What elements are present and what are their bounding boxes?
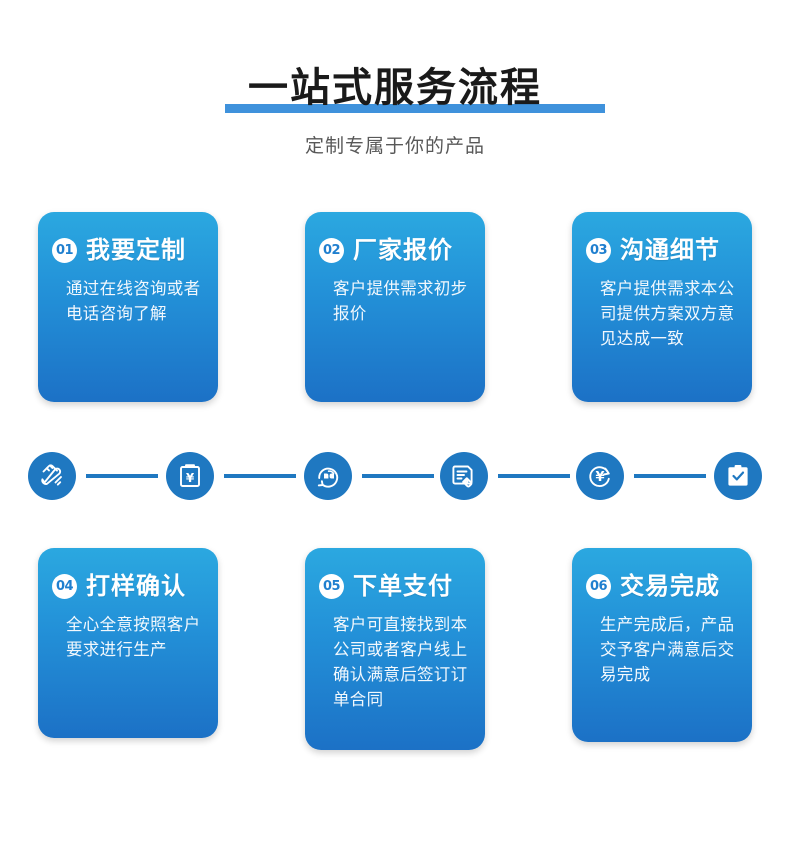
step-card-03[interactable]: 03 沟通细节 客户提供需求本公司提供方案双方意见达成一致 xyxy=(572,212,752,402)
step-title: 下单支付 xyxy=(353,572,453,600)
page-title: 一站式服务流程 xyxy=(248,65,542,111)
card-header: 01 我要定制 xyxy=(52,236,202,264)
step-card-01[interactable]: 01 我要定制 通过在线咨询或者电话咨询了解 xyxy=(38,212,218,402)
flow-connector-4 xyxy=(498,474,570,478)
step-description: 生产完成后，产品交予客户满意后交易完成 xyxy=(600,615,735,684)
step-title: 沟通细节 xyxy=(620,236,720,264)
step-number-badge: 03 xyxy=(586,237,611,263)
page-subtitle: 定制专属于你的产品 xyxy=(304,135,485,157)
document-sign-tag-icon[interactable] xyxy=(440,452,488,500)
step-title: 打样确认 xyxy=(86,572,186,600)
title-wrap: 一站式服务流程 xyxy=(0,62,790,114)
step-card-04[interactable]: 04 打样确认 全心全意按照客户要求进行生产 xyxy=(38,548,218,738)
step-description: 客户提供需求初步报价 xyxy=(333,279,468,323)
step-title: 厂家报价 xyxy=(353,236,453,264)
headset-support-icon[interactable] xyxy=(304,452,352,500)
title-underline-bar xyxy=(225,104,605,113)
step-description: 客户提供需求本公司提供方案双方意见达成一致 xyxy=(600,279,735,348)
step-description: 通过在线咨询或者电话咨询了解 xyxy=(66,279,201,323)
step-card-05[interactable]: 05 下单支付 客户可直接找到本公司或者客户线上确认满意后签订订单合同 xyxy=(305,548,485,750)
step-number-badge: 01 xyxy=(52,237,77,263)
card-header: 02 厂家报价 xyxy=(319,236,469,264)
step-description: 客户可直接找到本公司或者客户线上确认满意后签订订单合同 xyxy=(333,615,468,709)
clipboard-check-icon[interactable] xyxy=(714,452,762,500)
flow-connector-5 xyxy=(634,474,706,478)
step-description: 全心全意按照客户要求进行生产 xyxy=(66,615,201,659)
step-number-badge: 05 xyxy=(319,573,344,599)
step-card-02[interactable]: 02 厂家报价 客户提供需求初步报价 xyxy=(305,212,485,402)
design-pen-ruler-icon[interactable] xyxy=(28,452,76,500)
page-header: 一站式服务流程 定制专属于你的产品 xyxy=(0,0,790,185)
flow-connector-3 xyxy=(362,474,434,478)
card-header: 06 交易完成 xyxy=(586,572,736,600)
step-card-06[interactable]: 06 交易完成 生产完成后，产品交予客户满意后交易完成 xyxy=(572,548,752,742)
step-number-badge: 04 xyxy=(52,573,77,599)
clipboard-yuan-quote-icon[interactable]: ¥ xyxy=(166,452,214,500)
card-header: 05 下单支付 xyxy=(319,572,469,600)
card-header: 04 打样确认 xyxy=(52,572,202,600)
flow-connector-1 xyxy=(86,474,158,478)
step-title: 交易完成 xyxy=(620,572,720,600)
step-number-badge: 02 xyxy=(319,237,344,263)
svg-text:¥: ¥ xyxy=(186,471,195,485)
flow-icon-strip: ¥ xyxy=(0,452,790,502)
step-number-badge: 06 xyxy=(586,573,611,599)
svg-text:¥: ¥ xyxy=(595,470,604,485)
flow-connector-2 xyxy=(224,474,296,478)
yuan-refresh-payment-icon[interactable]: ¥ xyxy=(576,452,624,500)
card-header: 03 沟通细节 xyxy=(586,236,736,264)
step-title: 我要定制 xyxy=(86,236,186,264)
